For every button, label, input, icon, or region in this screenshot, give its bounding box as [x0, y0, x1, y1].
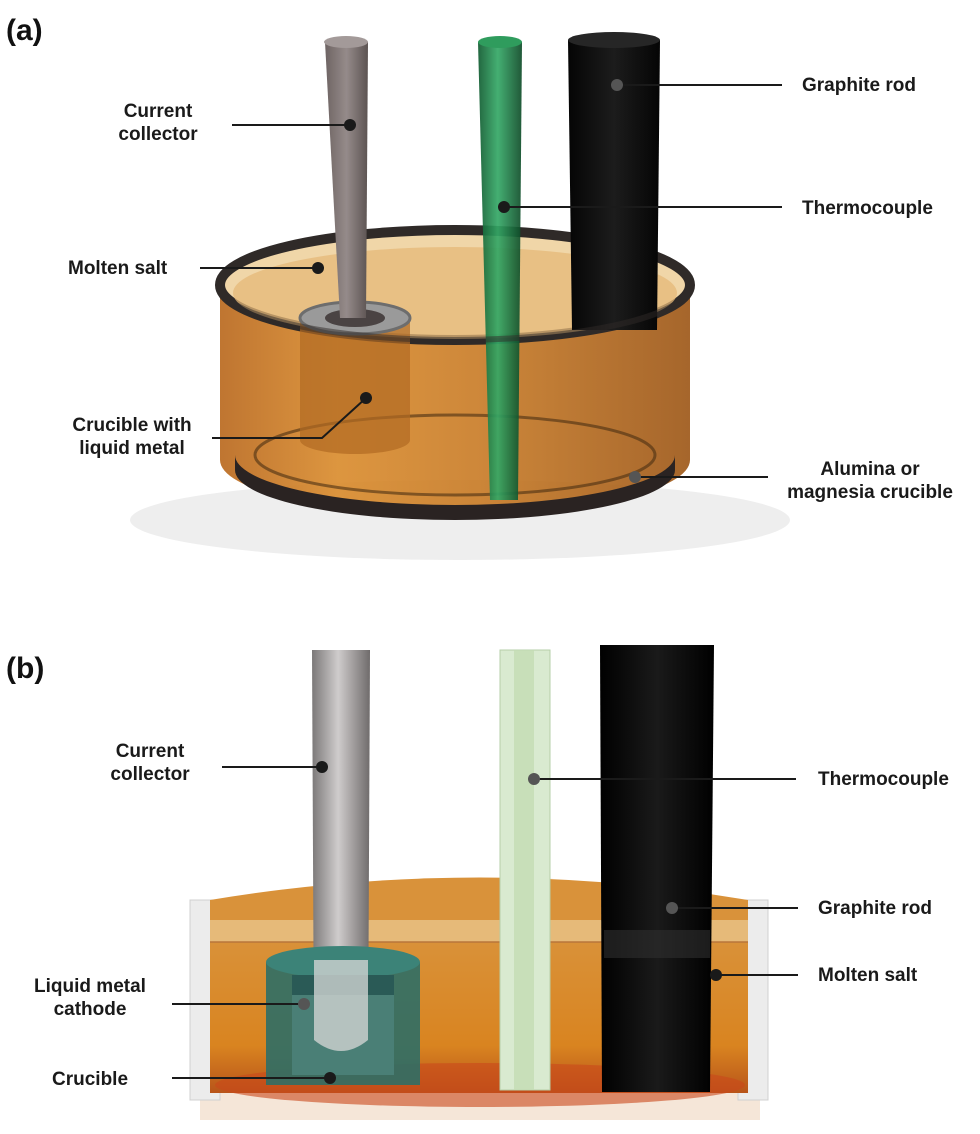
label-graphite-rod-b: Graphite rod: [818, 898, 933, 919]
current-collector-top-a: [324, 36, 368, 48]
panel-a-illustration: [130, 32, 790, 560]
panel-b: (b): [0, 630, 980, 1134]
graphite-wet-line-b: [604, 930, 710, 958]
label-thermocouple-b: Thermocouple: [818, 769, 949, 790]
label-crucible-liquid-metal-a: Crucible with liquid metal: [72, 415, 192, 459]
panel-a: (a): [6, 14, 953, 560]
panel-a-letter: (a): [6, 14, 43, 47]
graphite-rod-a: [568, 40, 660, 330]
rim-front-edge: [217, 284, 693, 343]
panel-b-illustration: [189, 645, 769, 1120]
label-molten-salt-b: Molten salt: [818, 965, 918, 986]
panel-b-letter: (b): [6, 652, 45, 685]
graphite-rod-b: [600, 645, 714, 1092]
label-crucible-b: Crucible: [52, 1069, 129, 1090]
label-outer-crucible-a: Alumina or magnesia crucible: [787, 459, 953, 503]
label-molten-salt-a: Molten salt: [68, 258, 168, 279]
label-current-collector-a: Current collector: [118, 101, 198, 145]
thermocouple-inner-b: [514, 650, 534, 1090]
label-graphite-rod-a: Graphite rod: [802, 75, 917, 96]
inner-floor-ring: [253, 413, 657, 497]
thermocouple-tube-a: [478, 42, 522, 500]
collector-tip-b: [314, 960, 368, 1051]
graphite-rod-top-a: [568, 32, 660, 48]
thermocouple-top-a: [478, 36, 522, 48]
label-liquid-metal-cathode-b: Liquid metal cathode: [34, 976, 146, 1020]
label-thermocouple-a: Thermocouple: [802, 198, 933, 219]
crucible-base-band: [235, 455, 675, 520]
label-current-collector-b: Current collector: [110, 741, 190, 785]
current-collector-rod-a: [325, 42, 368, 318]
